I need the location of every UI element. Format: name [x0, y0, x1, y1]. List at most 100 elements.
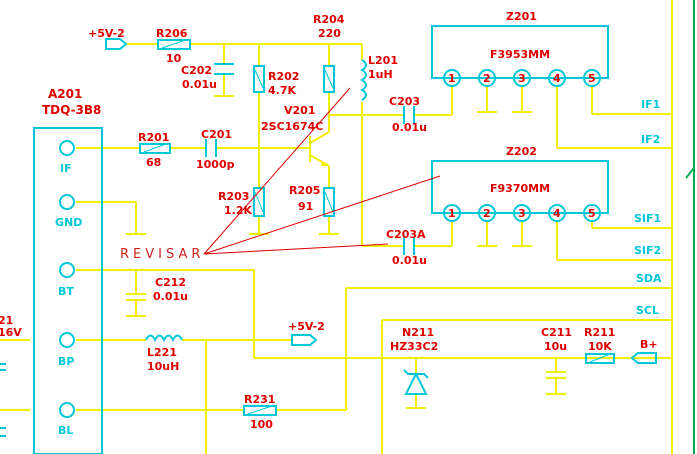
left-edge-label-top: 21	[0, 314, 13, 327]
c203a-value: 0.01u	[392, 254, 427, 267]
pin-bl-pad	[59, 402, 75, 418]
l221-inductor	[145, 334, 183, 343]
z202-pin5: 5	[588, 207, 596, 220]
z201-pin3: 3	[518, 72, 526, 85]
c202-ref: C202	[181, 64, 212, 77]
n211-zener-diode	[403, 369, 429, 395]
z201-ref: Z201	[506, 10, 537, 23]
z201-pin4: 4	[553, 72, 561, 85]
pin-bt-label: BT	[58, 285, 74, 298]
z202-ref: Z202	[506, 145, 537, 158]
c202-value: 0.01u	[182, 78, 217, 91]
r211-value: 10K	[588, 340, 612, 353]
c211-ref: C211	[541, 326, 572, 339]
c201-ref: C201	[201, 128, 232, 141]
c203-value: 0.01u	[392, 121, 427, 134]
net-sif2: SIF2	[634, 244, 661, 257]
v201-transistor-arrow	[321, 162, 329, 166]
net-if2: IF2	[641, 133, 660, 146]
c212-value: 0.01u	[153, 290, 188, 303]
r231-resistor	[243, 405, 277, 416]
left-edge-marks	[0, 363, 6, 437]
l221-ref: L221	[147, 346, 177, 359]
c203-capacitor	[403, 106, 415, 124]
z202-pin2: 2	[483, 207, 491, 220]
z202-pin4: 4	[553, 207, 561, 220]
pin-gnd-label: GND	[55, 216, 82, 229]
c201-capacitor	[205, 139, 217, 157]
z201-pin1: 1	[448, 72, 456, 85]
z201-pin5: 5	[588, 72, 596, 85]
r205-resistor	[323, 187, 335, 217]
r201-ref: R201	[138, 131, 169, 144]
net-plus5v-top: +5V-2	[88, 27, 125, 40]
pin-gnd-pad	[59, 194, 75, 210]
plus5v-top-connector	[105, 38, 128, 50]
pin-bp-label: BP	[58, 355, 74, 368]
c202-capacitor	[214, 63, 234, 75]
r231-ref: R231	[244, 393, 275, 406]
r204-ref: R204	[313, 13, 345, 26]
r201-resistor	[139, 143, 171, 154]
pin-if-label: IF	[60, 162, 72, 175]
v201-ref: V201	[284, 104, 315, 117]
pin-if-pad	[59, 140, 75, 156]
r211-ref: R211	[584, 326, 615, 339]
z202-pin3: 3	[518, 207, 526, 220]
v201-value: 2SC1674C	[261, 120, 323, 133]
c201-value: 1000p	[196, 158, 235, 171]
n211-value: HZ33C2	[390, 340, 438, 353]
n211-ref: N211	[402, 326, 434, 339]
r201-value: 68	[146, 156, 161, 169]
net-bplus: B+	[640, 338, 658, 351]
r204-resistor	[323, 65, 335, 93]
left-edge-label-bottom: 16V	[0, 326, 22, 339]
l201-ref: L201	[368, 54, 398, 67]
r202-value: 4.7K	[268, 84, 296, 97]
net-plus5v-mid: +5V-2	[288, 320, 325, 333]
rail-tick	[685, 167, 695, 179]
z202-ic	[431, 160, 609, 222]
net-if1: IF1	[641, 98, 660, 111]
c212-ref: C212	[155, 276, 186, 289]
l221-value: 10uH	[147, 360, 179, 373]
net-scl: SCL	[636, 304, 659, 317]
a201-module	[33, 127, 103, 454]
net-sif1: SIF1	[634, 212, 661, 225]
r202-resistor	[253, 65, 265, 93]
c211-value: 10u	[544, 340, 567, 353]
z202-part: F9370MM	[490, 182, 550, 195]
r211-resistor	[585, 353, 615, 364]
z202-pin1: 1	[448, 207, 456, 220]
r203-resistor	[253, 187, 265, 217]
r206-resistor	[157, 39, 191, 50]
wires	[0, 0, 673, 454]
c203a-ref: C203A	[386, 228, 426, 241]
pin-bt-pad	[59, 262, 75, 278]
z201-ic	[431, 25, 609, 87]
r231-value: 100	[250, 418, 273, 431]
r203-ref: R203	[218, 190, 249, 203]
a201-ref: A201	[48, 87, 82, 101]
c203a-capacitor	[403, 237, 415, 255]
pin-bp-pad	[59, 332, 75, 348]
z201-pin2: 2	[483, 72, 491, 85]
r205-ref: R205	[289, 184, 320, 197]
l201-inductor	[360, 59, 367, 101]
r203-value: 1.2K	[224, 204, 252, 217]
revisar-annotation: REVISAR	[120, 247, 204, 262]
r202-ref: R202	[268, 70, 299, 83]
l201-value: 1uH	[368, 68, 393, 81]
r206-ref: R206	[156, 27, 188, 40]
z201-part: F3953MM	[490, 48, 550, 61]
net-sda: SDA	[636, 272, 662, 285]
pin-bl-label: BL	[58, 424, 73, 437]
a201-part: TDQ-3B8	[42, 103, 101, 117]
c203-ref: C203	[389, 95, 420, 108]
revisar-pointer-lines	[203, 87, 441, 255]
r206-value: 10	[166, 52, 182, 65]
plus5v-mid-connector	[291, 334, 318, 346]
r204-value: 220	[318, 27, 341, 40]
r205-value: 91	[298, 200, 313, 213]
